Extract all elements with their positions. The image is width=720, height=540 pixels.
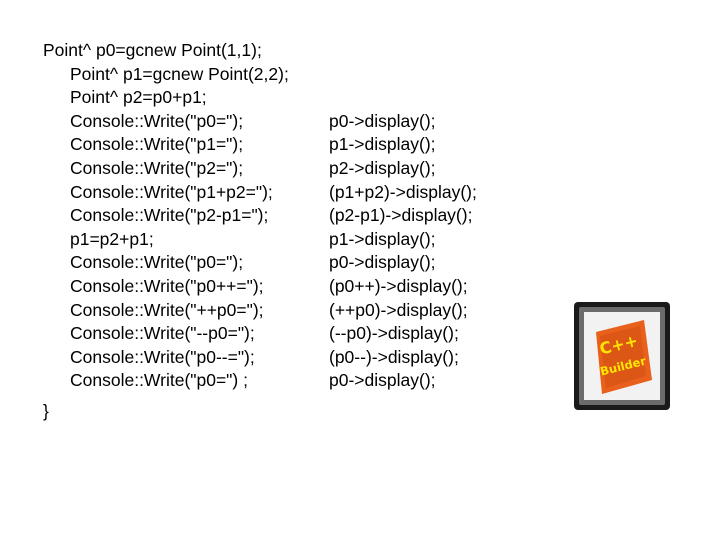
closing-brace: }	[43, 401, 49, 421]
code-line-right: (p0--)->display();	[329, 346, 459, 367]
code-line-right: (--p0)->display();	[329, 323, 459, 344]
code-line-left: Console::Write("p0--=");	[70, 346, 255, 367]
code-line-right: (p2-p1)->display();	[329, 205, 473, 226]
logo-badge-shade	[600, 326, 646, 388]
code-line-left: Console::Write("p0++=");	[70, 276, 264, 296]
code-line-left: Point^ p2=p0+p1;	[70, 87, 207, 108]
code-line-right: (p1+p2)->display();	[329, 181, 477, 202]
code-line-right: p0->display();	[329, 252, 436, 273]
code-line-left: Console::Write("p0=");	[70, 252, 244, 273]
code-line-right: p1->display();	[329, 228, 436, 249]
code-line-right: p1->display();	[329, 134, 436, 155]
code-line-0: Point^ p0=gcnew Point(1,1);	[43, 40, 262, 60]
code-line-left: Console::Write("p1+p2=");	[70, 181, 273, 202]
code-line-left: Console::Write("++p0=");	[70, 299, 264, 320]
code-line-left: Point^ p1=gcnew Point(2,2);	[70, 63, 289, 84]
code-line-left: Console::Write("--p0=");	[70, 323, 255, 344]
code-line-left: Console::Write("p2-p1=");	[70, 205, 269, 226]
code-line-left: Console::Write("p1=");	[70, 134, 244, 155]
code-line-right: (++p0)->display();	[329, 299, 468, 320]
code-line-right: (p0++)->display();	[329, 276, 468, 296]
code-line-right: p2->display();	[329, 158, 436, 178]
code-line-right: p0->display();	[329, 370, 436, 391]
code-line-left: Console::Write("p2=");	[70, 158, 244, 178]
code-line-left: Console::Write("p0=") ;	[70, 370, 248, 391]
code-line-left: Console::Write("p0=");	[70, 110, 244, 131]
code-line-right: p0->display();	[329, 110, 436, 131]
cpp-builder-logo-icon: C++ Builder	[574, 302, 670, 410]
code-line-left: p1=p2+p1;	[70, 228, 154, 249]
